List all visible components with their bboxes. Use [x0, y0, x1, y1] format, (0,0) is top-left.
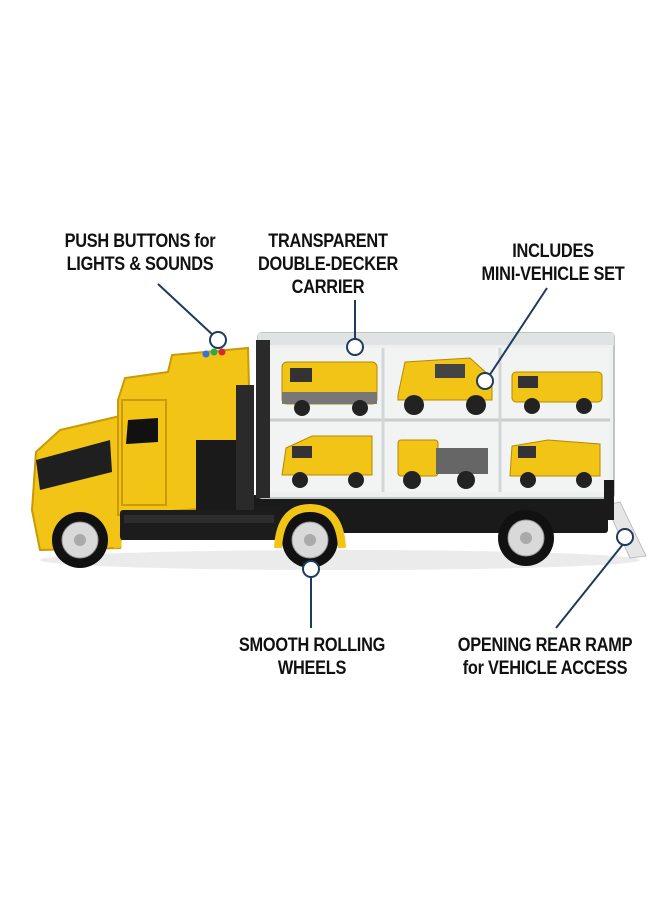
mini-vehicle-icon: [281, 435, 373, 488]
callout-rear-ramp: OPENING REAR RAMP for VEHICLE ACCESS: [455, 634, 636, 680]
callout-text: TRANSPARENT: [268, 231, 388, 252]
green-button-icon: [210, 348, 218, 356]
callout-lines: [157, 283, 625, 629]
callout-text: OPENING REAR RAMP: [457, 635, 633, 656]
callout-text: SMOOTH ROLLING: [238, 635, 386, 656]
mini-vehicle-icon: [397, 439, 488, 489]
callout-text: VEHICLE ACCESS: [488, 658, 628, 679]
callout-includes: INCLUDES MINI-VEHICLE SET: [463, 240, 644, 286]
mini-vehicle-icon: [397, 357, 493, 415]
tail-block: [604, 480, 614, 520]
blue-button-icon: [202, 350, 210, 358]
mini-vehicle-icon: [511, 371, 603, 414]
callout-marker-icon: [616, 528, 634, 546]
callout-marker-icon: [346, 338, 364, 356]
callout-push-buttons: PUSH BUTTONS for LIGHTS & SOUNDS: [54, 230, 226, 276]
red-button-icon: [218, 348, 226, 356]
callout-transparent-carrier: TRANSPARENT DOUBLE-DECKER CARRIER: [251, 230, 406, 299]
callout-text: for: [462, 658, 484, 679]
callout-marker-icon: [302, 560, 320, 578]
callout-text: LIGHTS & SOUNDS: [66, 254, 214, 275]
ground-shadow: [40, 550, 640, 570]
rear-wheel: [498, 510, 554, 566]
front-wheel: [52, 512, 108, 568]
mini-vehicle-icon: [509, 439, 601, 488]
callout-text: CARRIER: [291, 277, 365, 298]
mini-vehicle-icon: [281, 361, 378, 416]
callout-text: for: [194, 231, 216, 252]
callout-marker-icon: [476, 372, 494, 390]
middle-wheel: [282, 512, 338, 568]
callout-text: PUSH BUTTONS: [64, 231, 191, 252]
callout-text: WHEELS: [277, 658, 347, 679]
callout-text: MINI-VEHICLE SET: [481, 264, 625, 285]
callout-marker-icon: [209, 331, 227, 349]
callout-wheels: SMOOTH ROLLING WHEELS: [226, 634, 398, 680]
callout-text: DOUBLE-DECKER: [257, 254, 399, 275]
callout-text: INCLUDES: [512, 241, 594, 262]
